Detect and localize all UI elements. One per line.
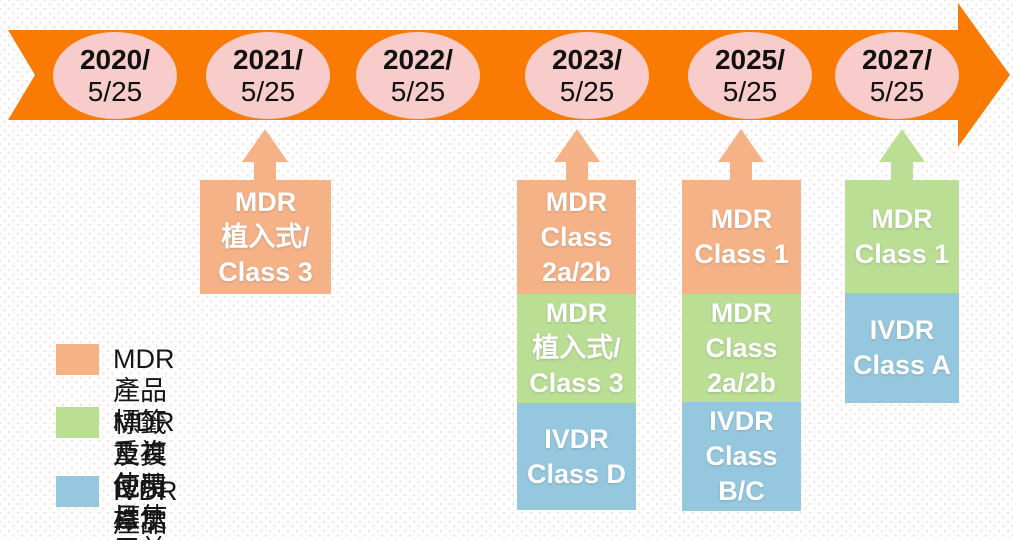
date-day: 5/25 (722, 75, 778, 107)
date-day: 5/25 (390, 75, 446, 107)
date-day: 5/25 (869, 75, 925, 107)
box-2021-mdr-implantable-class3: MDR 植入式/ Class 3 (200, 180, 331, 294)
date-year: 2025/ (714, 44, 786, 76)
up-arrow-icon (718, 129, 764, 180)
date-day: 5/25 (240, 75, 296, 107)
date-year: 2023/ (551, 44, 623, 76)
timeline-date-2027: 2027/ 5/25 (835, 32, 959, 119)
date-year: 2027/ (861, 44, 933, 76)
box-2027-mdr-class-1: MDR Class 1 (845, 180, 959, 293)
box-2023-ivdr-class-d: IVDR Class D (517, 403, 636, 510)
date-day: 5/25 (87, 75, 143, 107)
box-2023-mdr-implantable-class3: MDR 植入式/ Class 3 (517, 294, 636, 403)
legend-item-ivdr-label-udi: IVDR 產品標籤及其包裝標示UDI (56, 476, 178, 540)
timeline-date-2025: 2025/ 5/25 (688, 32, 812, 119)
legend-item-mdr-reusable-udi: MDR 重複使用且使用前需再處理 產品永久標示UDI (56, 407, 175, 540)
timeline-date-2020: 2020/ 5/25 (53, 32, 177, 119)
timeline-date-2023: 2023/ 5/25 (525, 32, 649, 119)
legend-label: IVDR 產品標籤及其包裝標示UDI (113, 476, 178, 538)
up-arrow-icon (242, 129, 288, 180)
date-day: 5/25 (559, 75, 615, 107)
date-year: 2020/ (79, 44, 151, 76)
box-2025-ivdr-class-bc: IVDR Class B/C (682, 402, 801, 511)
box-2023-mdr-class-2a2b: MDR Class 2a/2b (517, 180, 636, 294)
timeline-date-2022: 2022/ 5/25 (356, 32, 480, 119)
legend-swatch-blue (56, 476, 99, 507)
legend-swatch-orange (56, 344, 99, 375)
legend-label: MDR 產品標籤及其包裝標示UDI (113, 344, 175, 540)
timeline-date-2021: 2021/ 5/25 (206, 32, 330, 119)
legend-label: MDR 重複使用且使用前需再處理 產品永久標示UDI (113, 407, 175, 540)
date-year: 2022/ (382, 44, 454, 76)
up-arrow-icon (554, 129, 600, 180)
box-2025-mdr-class-2a2b: MDR Class 2a/2b (682, 294, 801, 402)
up-arrow-icon (879, 129, 925, 180)
box-2027-ivdr-class-a: IVDR Class A (845, 293, 959, 403)
box-2025-mdr-class-1: MDR Class 1 (682, 180, 801, 294)
date-year: 2021/ (232, 44, 304, 76)
legend-swatch-green (56, 407, 99, 438)
legend-item-mdr-label-udi: MDR 產品標籤及其包裝標示UDI (56, 344, 175, 540)
